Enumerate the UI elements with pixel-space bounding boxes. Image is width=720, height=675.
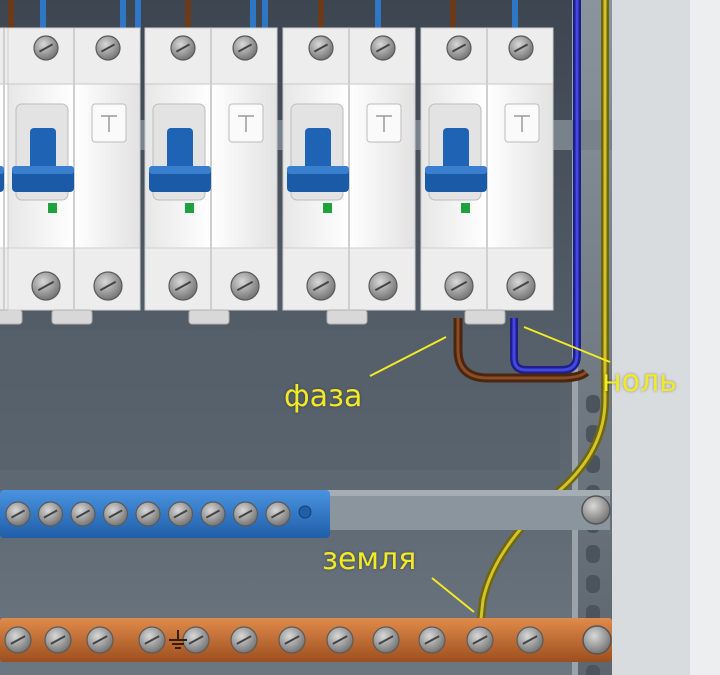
- phase-wire-highlight: [456, 318, 588, 380]
- bus-screw: [86, 626, 114, 654]
- bus-screw: [70, 501, 96, 527]
- status-indicator: [48, 203, 57, 213]
- breaker-2: [144, 27, 278, 325]
- bus-hole: [298, 505, 312, 519]
- status-indicator: [185, 203, 194, 213]
- terminal-screw: [232, 35, 258, 61]
- terminal-screw: [93, 271, 123, 301]
- bus-screw: [326, 626, 354, 654]
- bus-screw: [167, 501, 194, 527]
- breaker-3: [282, 27, 416, 325]
- terminal-screw: [230, 271, 260, 301]
- terminal-screw: [444, 271, 474, 301]
- terminal-screw: [508, 35, 534, 61]
- bus-screw: [37, 501, 64, 527]
- neutral-bus-bar: [0, 490, 611, 538]
- earth-ground-icon: [169, 630, 187, 649]
- bus-screw: [200, 501, 226, 527]
- breaker-row: [0, 27, 554, 325]
- bus-screw: [372, 626, 400, 654]
- bus-screw: [230, 626, 258, 654]
- shadow-area: [0, 330, 560, 470]
- neutral-wire-highlight: [512, 0, 579, 372]
- earth-bus-bar: [0, 618, 612, 662]
- breaker-4: [420, 27, 554, 325]
- status-indicator: [461, 203, 470, 213]
- bus-screw: [135, 501, 161, 527]
- bus-screw: [418, 626, 446, 654]
- bus-screw: [265, 501, 291, 527]
- terminal-screw: [368, 271, 398, 301]
- neutral-leader-line: [523, 326, 611, 363]
- terminal-screw: [170, 35, 196, 61]
- top-wires: [8, 0, 518, 30]
- bus-screw: [44, 626, 72, 654]
- terminal-screw: [31, 271, 61, 301]
- terminal-screw: [370, 35, 396, 61]
- bus-screw: [5, 501, 31, 527]
- bus-screw: [102, 501, 129, 527]
- earth-leader-line: [431, 577, 475, 613]
- cabinet-wall: [690, 0, 720, 675]
- breaker-1: [7, 27, 141, 325]
- phase-leader-line: [369, 336, 447, 377]
- terminal-screw: [308, 35, 334, 61]
- phase-label: фаза: [284, 379, 363, 414]
- bus-screw: [138, 626, 166, 654]
- bus-screw: [278, 626, 306, 654]
- terminal-screw: [95, 35, 121, 61]
- terminal-screw: [506, 271, 536, 301]
- bus-screw: [232, 501, 259, 527]
- bus-screw: [466, 626, 494, 654]
- terminal-screw: [33, 35, 59, 61]
- terminal-screw: [168, 271, 198, 301]
- bus-screw: [516, 626, 544, 654]
- neutral-label: ноль: [602, 364, 677, 399]
- terminal-screw: [306, 271, 336, 301]
- terminal-screw: [446, 35, 472, 61]
- bus-screw: [4, 626, 32, 654]
- status-indicator: [323, 203, 332, 213]
- earth-label: земля: [322, 542, 417, 577]
